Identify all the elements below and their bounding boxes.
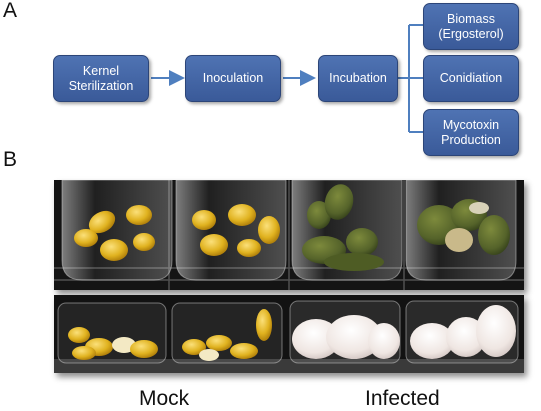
panel-a-label: A (3, 0, 18, 22)
photo-vials-side-view (54, 295, 524, 373)
side-vial-infected-1 (289, 300, 401, 364)
caption-mock: Mock (139, 387, 190, 410)
side-vial-mock-2 (171, 302, 283, 364)
photo-vials-top-view (54, 180, 524, 290)
vial-infected-1 (291, 180, 403, 281)
step-inoculation: Inoculation (185, 55, 281, 102)
step-kernel-sterilization: Kernel Sterilization (53, 55, 149, 102)
outcome-mycotoxin-production: Mycotoxin Production (423, 109, 519, 156)
step-incubation: Incubation (318, 55, 398, 102)
flow-connectors (151, 24, 423, 133)
caption-infected: Infected (365, 387, 440, 410)
panel-b-label: B (3, 148, 18, 171)
outcome-conidiation: Conidiation (423, 55, 519, 102)
outcome-biomass: Biomass (Ergosterol) (423, 3, 519, 50)
vial-mock-1 (61, 180, 173, 281)
side-vial-mock-1 (57, 302, 167, 364)
side-vial-infected-2 (405, 300, 519, 364)
vial-infected-2 (405, 180, 517, 281)
branch-connector (398, 24, 423, 133)
vial-mock-2 (175, 180, 287, 281)
